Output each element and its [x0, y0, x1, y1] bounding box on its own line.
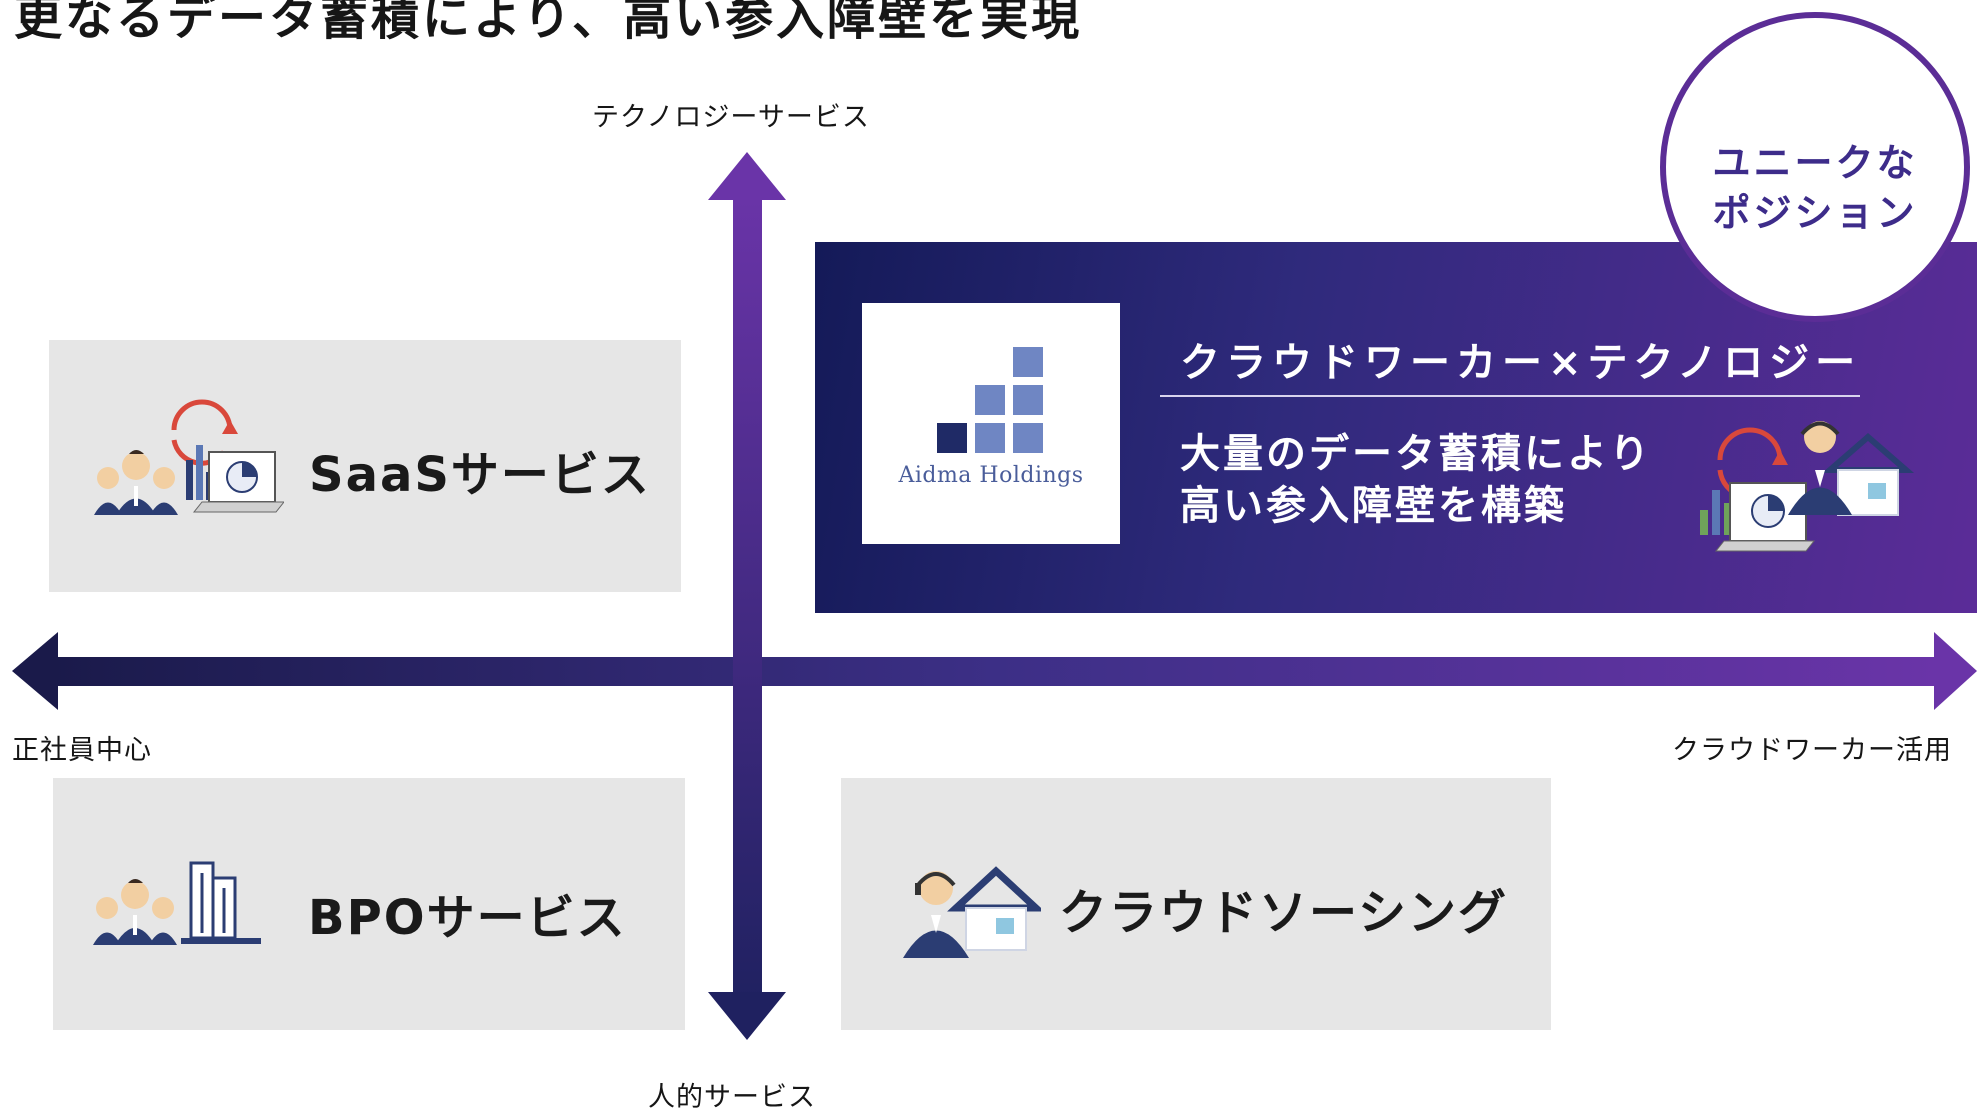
- axis-label-left: 正社員中心: [12, 735, 152, 766]
- horizontal-axis: [12, 632, 1977, 710]
- highlight-description: 大量のデータ蓄積により 高い参入障壁を構築: [1180, 428, 1652, 532]
- aidma-logo-text: Aidma Holdings: [898, 463, 1084, 488]
- axis-label-top: テクノロジーサービス: [592, 102, 870, 133]
- axis-label-bottom: 人的サービス: [648, 1082, 816, 1113]
- badge-line-1: ユニークな: [1712, 141, 1918, 185]
- highlight-description-line-1: 大量のデータ蓄積により: [1180, 431, 1653, 477]
- aidma-logo-mark: [937, 347, 1043, 453]
- axis-label-right: クラウドワーカー活用: [1672, 735, 1952, 766]
- highlight-heading: クラウドワーカー×テクノロジー: [1180, 340, 1862, 386]
- quadrant-crowdsourcing-label: クラウドソーシング: [1059, 885, 1509, 941]
- aidma-logo-card: Aidma Holdings: [862, 303, 1120, 544]
- operator-house-icon: [903, 866, 1041, 958]
- operator-chart-house-icon: [1700, 421, 1915, 552]
- badge-text: ユニークな ポジション: [1666, 138, 1964, 238]
- left-arrowhead: [12, 632, 58, 710]
- vertical-axis: [708, 152, 786, 1040]
- quadrant-crowdsourcing: クラウドソーシング: [841, 778, 1551, 1030]
- quadrant-bpo-label: BPOサービス: [308, 890, 627, 946]
- right-arrowhead: [1934, 632, 1977, 710]
- page-title: 更なるデータ蓄積により、高い参入障壁を実現: [14, 0, 1083, 46]
- highlight-description-line-2: 高い参入障壁を構築: [1180, 483, 1567, 529]
- badge-line-2: ポジション: [1712, 191, 1918, 235]
- people-chart-laptop-icon: [94, 399, 284, 515]
- quadrant-saas: SaaSサービス: [49, 340, 681, 592]
- quadrant-bpo: BPOサービス: [53, 778, 685, 1030]
- unique-position-badge: ユニークな ポジション: [1660, 12, 1970, 322]
- highlight-divider: [1160, 395, 1860, 397]
- bottom-arrowhead: [708, 992, 786, 1040]
- top-arrowhead: [708, 152, 786, 200]
- quadrant-saas-label: SaaSサービス: [309, 447, 651, 503]
- people-building-icon: [93, 861, 261, 945]
